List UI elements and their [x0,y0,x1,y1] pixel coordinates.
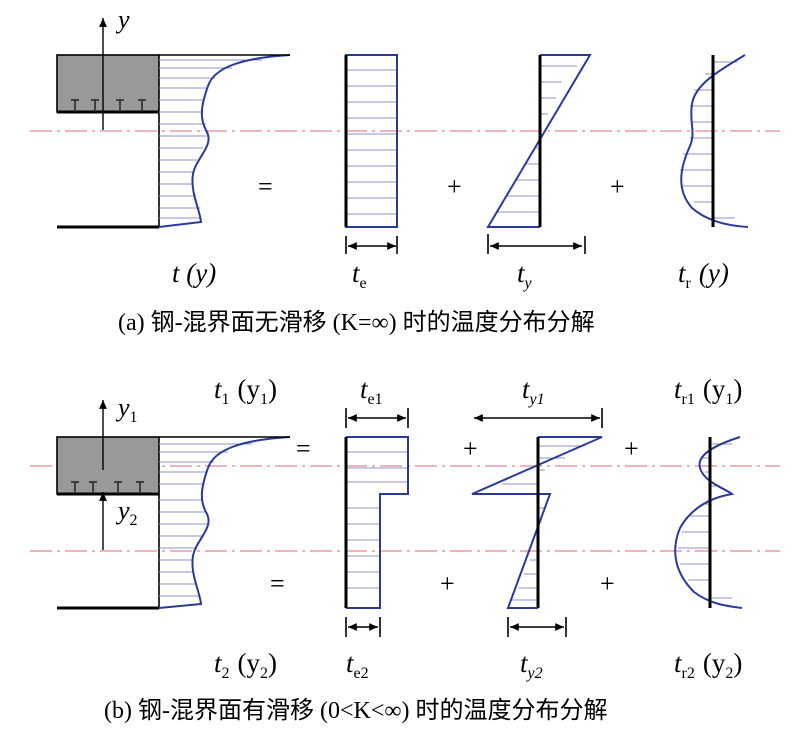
profile-ty-b [471,408,603,637]
label-te-a: te [352,258,367,292]
label-te2: te2 [346,648,369,682]
label-te1: te1 [360,374,383,408]
part-a: y = [30,5,780,336]
shear-studs-b [71,481,144,494]
concrete-slab-b [56,436,160,495]
label-t1-y1: t1(y1) [214,374,277,408]
plus-sign-b3: + [440,569,455,598]
label-tr-a: tr(y) [678,258,729,292]
y1-axis-label: y1 [115,393,138,426]
equals-sign-a: = [258,172,273,201]
label-tr1-y1: tr1(y1) [674,374,742,408]
plus-sign-b4: + [600,569,615,598]
profile-te-b [344,408,409,637]
plus-sign-b2: + [624,434,639,463]
equals-sign-b1: = [296,434,311,463]
shear-studs-a [71,99,146,112]
profile-ty-a [486,54,592,254]
label-t2-y2: t2(y2) [214,648,277,682]
plus-sign-a1: + [447,172,462,201]
label-t-y-a: t (y) [172,258,216,288]
profile-total-b [158,436,291,609]
label-ty1: ty1 [522,374,545,408]
equals-sign-b2: = [270,569,285,598]
labels-row-a: t (y) te ty tr(y) [172,258,729,292]
plus-sign-b1: + [463,434,478,463]
label-ty2: ty2 [520,648,543,682]
profile-tr-b [674,436,743,609]
caption-b: (b) 钢-混界面有滑移 (0<K<∞) 时的温度分布分解 [104,697,607,724]
caption-a: (a) 钢-混界面无滑移 (K=∞) 时的温度分布分解 [118,309,595,336]
profile-te-a [344,54,398,254]
plus-sign-a2: + [610,172,625,201]
profile-total-a [158,54,291,228]
label-tr2-y2: tr2(y2) [674,648,742,682]
label-ty-a: ty [517,258,533,292]
part-b: y1 y2 [30,374,780,724]
profile-tr-a [680,54,749,228]
y2-axis-label: y2 [115,496,138,529]
y-axis-label-a: y [115,5,130,34]
concrete-slab-a [56,54,160,113]
